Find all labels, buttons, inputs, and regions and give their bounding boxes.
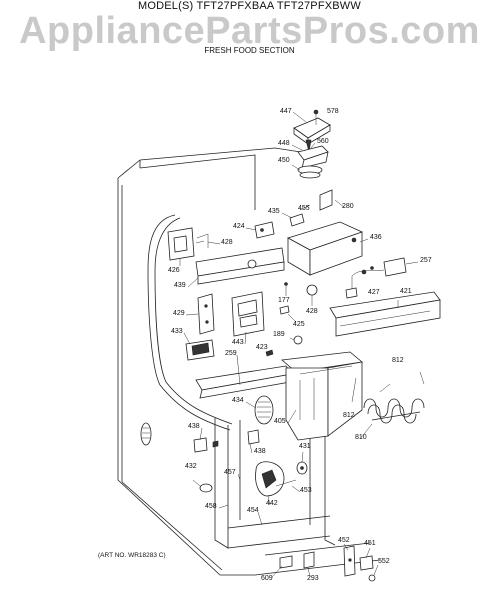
part-426-housing: [167, 227, 209, 261]
callout-c427: 427: [368, 289, 380, 296]
part-448-bracket: [297, 145, 329, 169]
part-433: [185, 339, 215, 361]
callout-c424: 424: [233, 223, 245, 230]
callout-c455: 455: [298, 205, 310, 212]
callout-c578: 578: [327, 108, 339, 115]
art-number: (ART NO. WR18283 C): [98, 552, 166, 559]
part-293: [303, 551, 315, 569]
part-424: [254, 221, 275, 239]
part-405-air-duct: [281, 351, 363, 441]
callout-c443: 443: [232, 339, 244, 346]
leader-lines: [179, 111, 419, 578]
callout-c450: 450: [278, 157, 290, 164]
part-439-channel: [195, 247, 285, 285]
callout-c453: 453: [300, 487, 312, 494]
callout-c428b: 428: [306, 308, 318, 315]
liner-edge: [147, 214, 231, 431]
liner-vent: [140, 422, 152, 446]
part-810-heater: [363, 383, 425, 424]
callout-c812b: 812: [343, 412, 355, 419]
callout-c280: 280: [342, 203, 354, 210]
callout-labels: 447 578 560 448 450 455 280 435 424 428 436 426 257 4…: [168, 108, 432, 582]
callout-c429: 429: [173, 310, 185, 317]
callout-c421: 421: [400, 288, 412, 295]
part-609: [279, 555, 293, 569]
part-434-grille: [254, 395, 274, 425]
part-812-b: [351, 377, 357, 403]
callout-c428a: 428: [221, 239, 233, 246]
callout-c560: 560: [317, 138, 329, 145]
callout-c423: 423: [256, 344, 268, 351]
callout-c436: 436: [370, 234, 382, 241]
callout-c457: 457: [224, 469, 236, 476]
part-189: [293, 335, 303, 345]
callout-c810: 810: [355, 434, 367, 441]
callout-c257: 257: [420, 257, 432, 264]
callout-c434: 434: [232, 397, 244, 404]
callout-c458: 458: [205, 503, 217, 510]
callout-c293: 293: [307, 575, 319, 582]
callout-c189: 189: [273, 331, 285, 338]
mullion-frame: [214, 380, 336, 549]
callout-c177: 177: [278, 297, 290, 304]
part-438-right: [247, 429, 260, 445]
callout-c438b: 438: [254, 448, 266, 455]
callout-c431: 431: [299, 443, 311, 450]
callout-c432: 432: [185, 463, 197, 470]
callout-c425: 425: [293, 321, 305, 328]
part-443-plate: [231, 291, 265, 337]
part-257-control: [345, 257, 407, 299]
part-438-left: [193, 437, 219, 453]
part-812-a: [419, 371, 425, 385]
callout-c439: 439: [174, 282, 186, 289]
callout-c259: 259: [225, 350, 237, 357]
callout-c433: 433: [171, 328, 183, 335]
part-436-fan-housing: [286, 221, 364, 276]
callout-c447: 447: [280, 108, 292, 115]
part-429: [197, 293, 215, 335]
part-435: [289, 213, 305, 227]
callout-c452: 452: [338, 537, 350, 544]
callout-c609: 609: [261, 575, 273, 582]
callout-c435: 435: [268, 208, 280, 215]
model-line: MODEL(S) TFT27PFXBAA TFT27PFXBWW: [138, 0, 361, 12]
watermark: AppliancePartsPros.com: [19, 10, 480, 52]
callout-c451: 451: [364, 540, 376, 547]
part-451-452: [343, 545, 374, 577]
callout-c454: 454: [247, 507, 259, 514]
callout-c405: 405: [274, 418, 286, 425]
part-431: [296, 461, 308, 475]
part-455: [319, 189, 333, 211]
callout-c438a: 438: [188, 423, 200, 430]
callout-c442: 442: [266, 500, 278, 507]
part-428-knob: [306, 284, 318, 296]
part-432: [192, 479, 213, 493]
callout-c448: 448: [278, 140, 290, 147]
callout-c426: 426: [168, 267, 180, 274]
part-552: [368, 574, 376, 582]
part-442-fan-motor: [255, 461, 297, 497]
part-421-duct: [329, 291, 441, 337]
part-423: [265, 349, 274, 357]
part-259-deflector: [195, 365, 293, 399]
callout-c812a: 812: [392, 357, 404, 364]
section-title: FRESH FOOD SECTION: [204, 46, 295, 55]
callout-c552: 552: [378, 558, 390, 565]
